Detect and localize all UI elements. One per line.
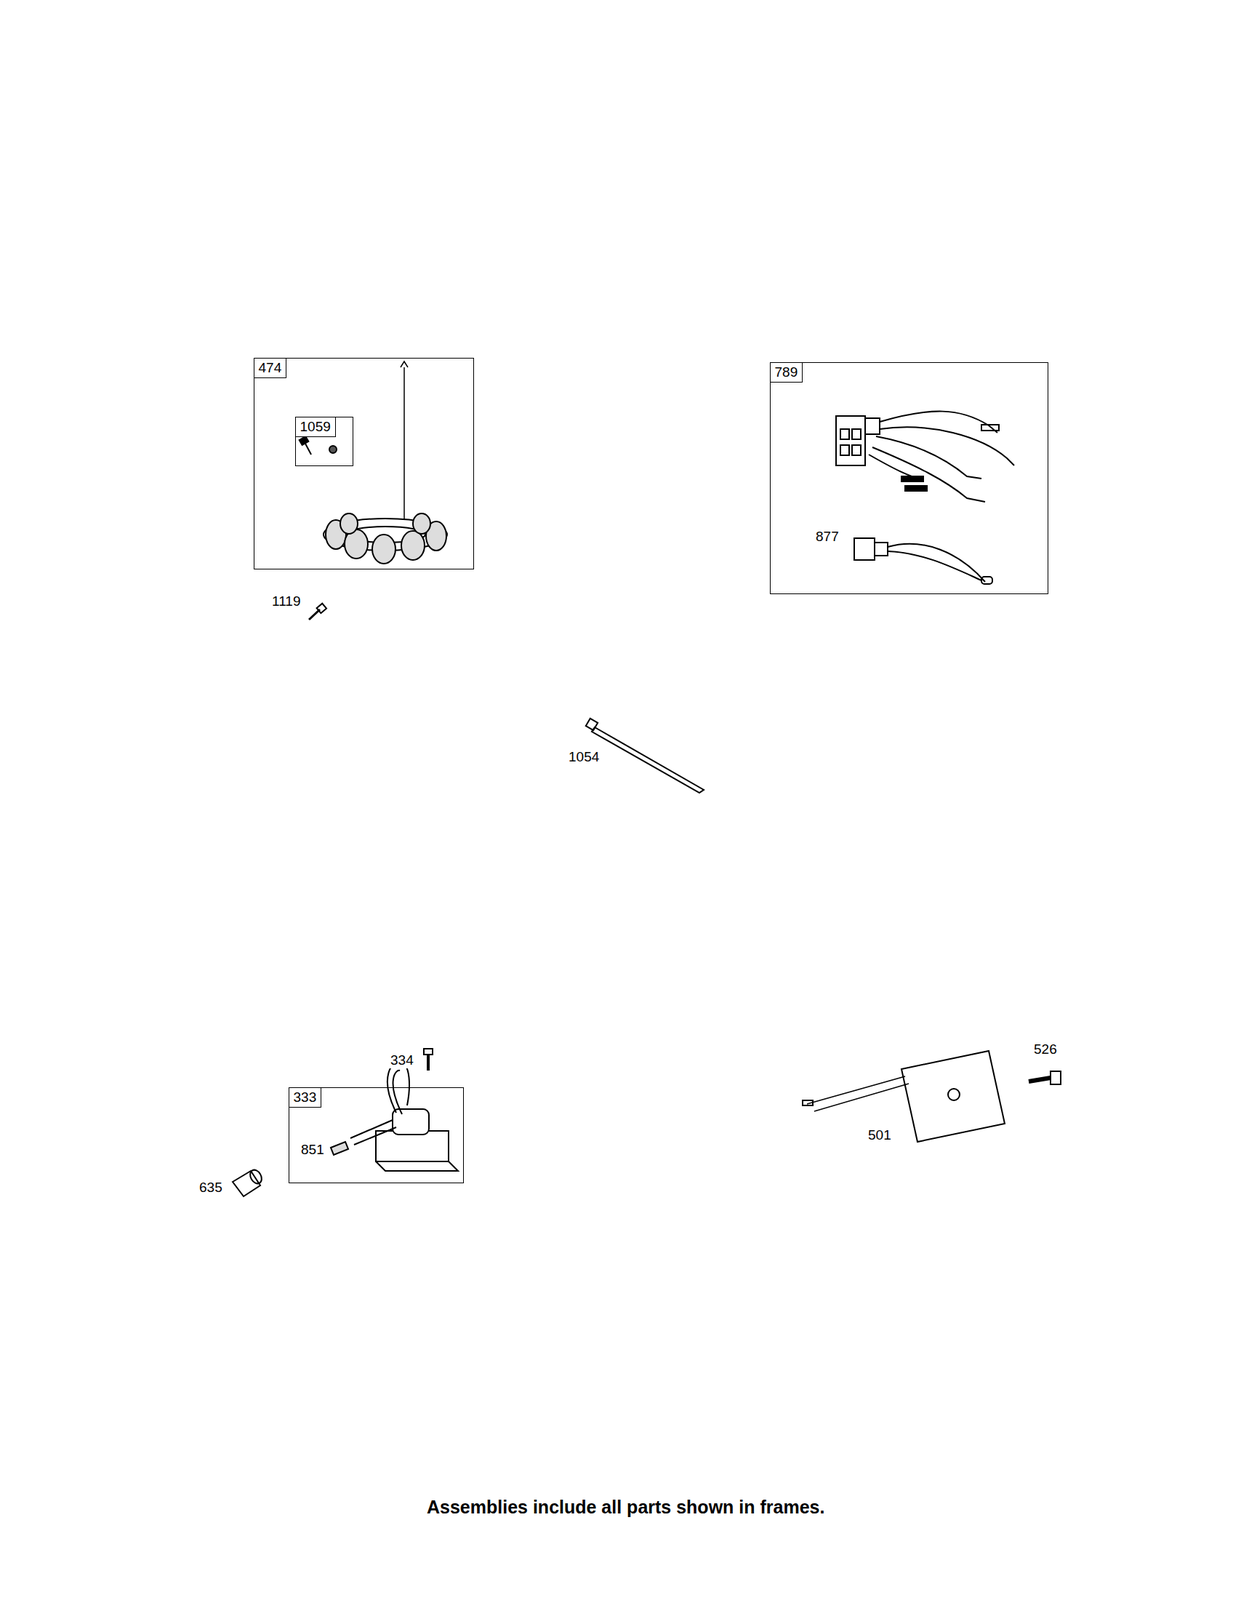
callout-number: 851 (299, 1141, 326, 1158)
assembly-frame: 333 851 (288, 1086, 464, 1183)
frame-number: 333 (288, 1086, 323, 1108)
callout-number: 1054 (567, 748, 601, 765)
frame-number: 474 (253, 357, 288, 379)
callout-number: 526 (1032, 1041, 1059, 1058)
callout-number: 635 (197, 1179, 224, 1196)
assembly-frame: 474 1059 (253, 357, 475, 570)
callout-number: 334 (388, 1051, 416, 1068)
caption: Assemblies include all parts shown in fr… (426, 1496, 825, 1518)
assembly-frame: 789 877 (769, 362, 1049, 594)
assembly-frame: 1059 (295, 416, 354, 467)
callout-number: 501 (866, 1126, 893, 1143)
callout-number: 1119 (270, 593, 302, 610)
callout-number: 877 (814, 528, 841, 545)
frame-number: 1059 (295, 416, 336, 437)
frame-number: 789 (769, 362, 804, 383)
